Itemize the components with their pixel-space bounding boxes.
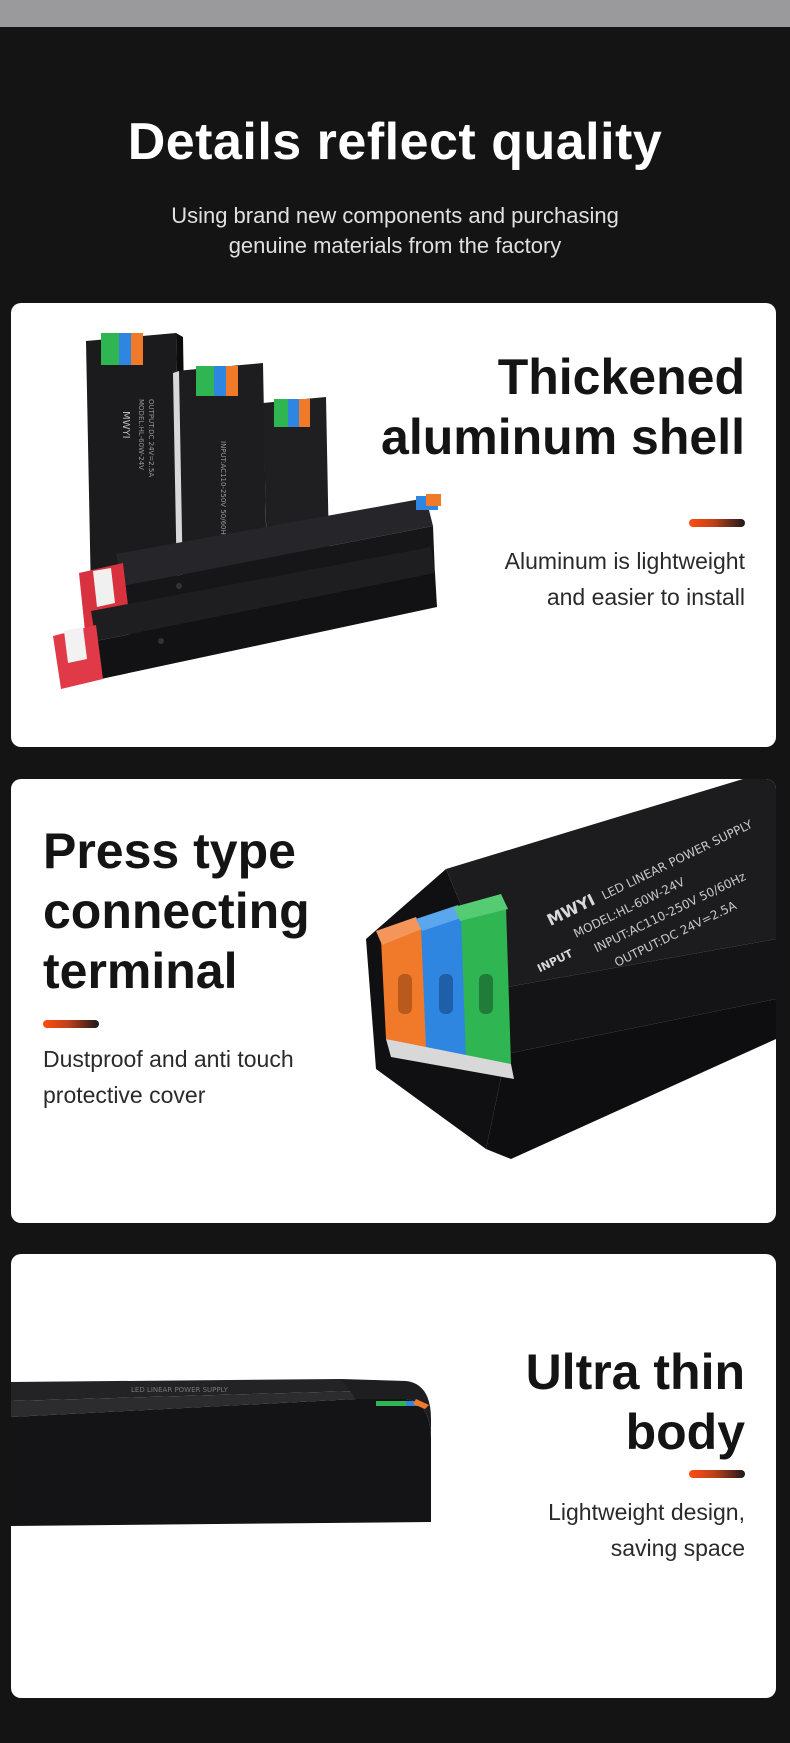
feature-title-line: connecting bbox=[43, 883, 310, 939]
svg-text:LED LINEAR POWER SUPPLY: LED LINEAR POWER SUPPLY bbox=[131, 1386, 229, 1394]
feature-description: Lightweight design, saving space bbox=[445, 1494, 745, 1566]
feature-description-line: Lightweight design, bbox=[548, 1499, 745, 1525]
accent-bar bbox=[689, 1470, 745, 1478]
power-supply-unit bbox=[53, 547, 437, 689]
feature-card-aluminum-shell: MWYI MODEL:HL-60W-24V OUTPUT:DC 24V=2.5A… bbox=[11, 303, 776, 747]
feature-title-line: Ultra thin bbox=[525, 1344, 745, 1400]
hero-subtitle: Using brand new components and purchasin… bbox=[145, 201, 645, 261]
feature-description-line: and easier to install bbox=[546, 584, 745, 610]
hero-subtitle-line: genuine materials from the factory bbox=[228, 233, 562, 258]
feature-title-line: body bbox=[625, 1404, 745, 1460]
feature-description-line: Dustproof and anti touch bbox=[43, 1046, 294, 1072]
feature-card-ultra-thin: LED LINEAR POWER SUPPLY Ultra thin body … bbox=[11, 1254, 776, 1698]
accent-bar bbox=[689, 519, 745, 527]
feature-description: Aluminum is lightweight and easier to in… bbox=[445, 543, 745, 615]
feature-title: Press type connecting terminal bbox=[43, 821, 373, 1001]
feature-description-line: Aluminum is lightweight bbox=[504, 548, 745, 574]
accent-bar bbox=[43, 1020, 99, 1028]
feature-title-line: Thickened bbox=[497, 349, 745, 405]
feature-title: Thickened aluminum shell bbox=[365, 347, 745, 467]
feature-description-line: saving space bbox=[610, 1535, 745, 1561]
hero-subtitle-line: Using brand new components and purchasin… bbox=[171, 203, 619, 228]
feature-title-line: Press type bbox=[43, 823, 296, 879]
feature-title-line: terminal bbox=[43, 943, 238, 999]
power-supply-unit bbox=[263, 397, 329, 559]
svg-text:OUTPUT:DC 24V=2.5A: OUTPUT:DC 24V=2.5A bbox=[147, 399, 155, 477]
hero-title: Details reflect quality bbox=[127, 113, 663, 171]
feature-title-line: aluminum shell bbox=[381, 409, 745, 465]
power-supply-unit: INPUT:AC110-250V 50/60Hz bbox=[173, 363, 267, 589]
terminal-closeup-image: MWYI LED LINEAR POWER SUPPLY MODEL:HL-60… bbox=[366, 779, 776, 1159]
svg-text:MWYI: MWYI bbox=[120, 411, 131, 439]
thin-body-side-image: LED LINEAR POWER SUPPLY bbox=[11, 1379, 431, 1526]
svg-text:MODEL:HL-60W-24V: MODEL:HL-60W-24V bbox=[137, 399, 145, 470]
feature-title: Ultra thin body bbox=[385, 1342, 745, 1462]
feature-description-line: protective cover bbox=[43, 1082, 206, 1108]
top-divider-bar bbox=[0, 0, 790, 27]
feature-card-press-terminal: Press type connecting terminal Dustproof… bbox=[11, 779, 776, 1223]
svg-text:INPUT:AC110-250V 50/60Hz: INPUT:AC110-250V 50/60Hz bbox=[219, 441, 227, 539]
feature-description: Dustproof and anti touch protective cove… bbox=[43, 1041, 343, 1113]
stacked-power-supplies-image: MWYI MODEL:HL-60W-24V OUTPUT:DC 24V=2.5A… bbox=[53, 333, 441, 689]
